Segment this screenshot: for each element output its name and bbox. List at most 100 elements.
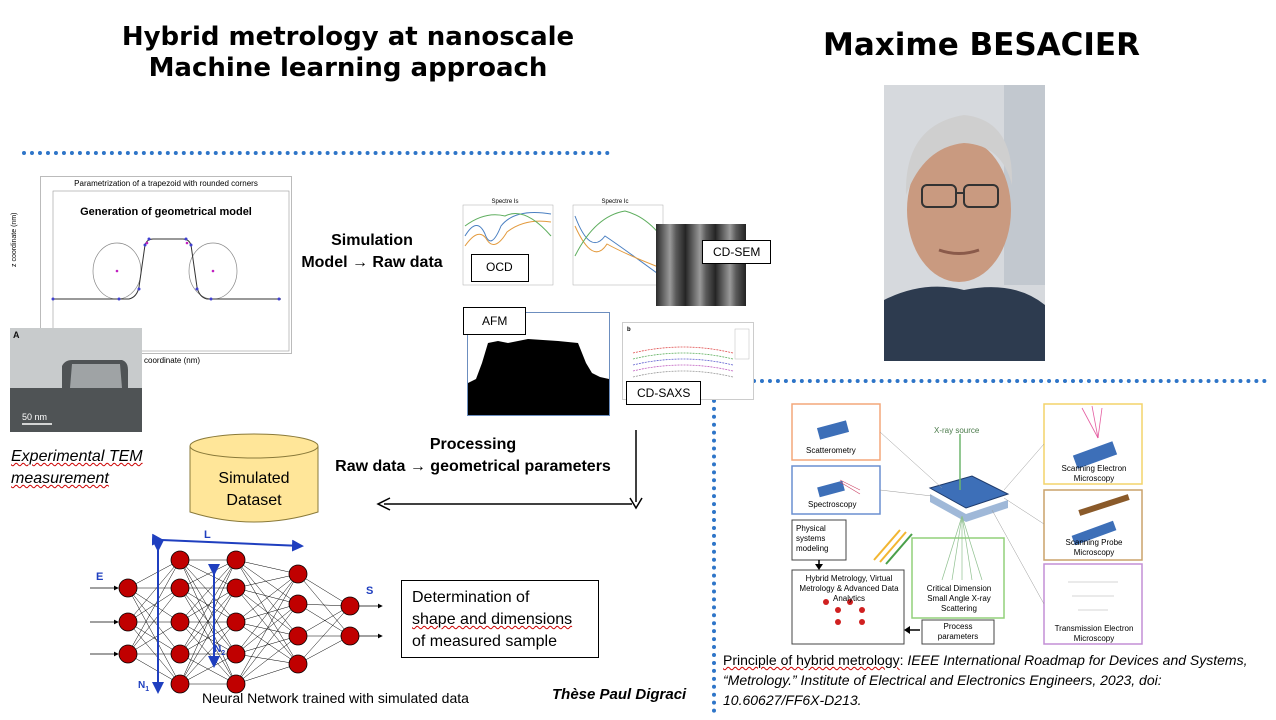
determination-line3: of measured sample bbox=[412, 633, 557, 650]
nn-link bbox=[297, 573, 351, 607]
svg-text:N2: N2 bbox=[214, 644, 225, 657]
author-photo bbox=[884, 85, 1045, 361]
hd-spectroscopy: Spectroscopy bbox=[808, 500, 857, 509]
determination-box: Determination of shape and dimensions of… bbox=[401, 580, 599, 658]
geometry-plot-subtitle: Generation of geometrical model bbox=[80, 206, 252, 218]
svg-text:N1: N1 bbox=[138, 680, 149, 693]
cdsaxs-label: CD-SAXS bbox=[626, 381, 702, 405]
nn-sub-N1: 1 bbox=[145, 686, 149, 693]
geometry-xlabel: coordinate (nm) bbox=[144, 356, 201, 365]
hd-physical: Physical systems modeling bbox=[796, 524, 829, 553]
afm-label: AFM bbox=[463, 307, 527, 335]
nn-link bbox=[235, 573, 299, 685]
tem-caption: Experimental TEM measurement bbox=[11, 446, 143, 490]
nn-link bbox=[235, 635, 299, 655]
cdsem-label: CD-SEM bbox=[702, 240, 772, 264]
spectre-b-title: Spectre Ic bbox=[601, 199, 628, 205]
nn-label-L: L bbox=[204, 529, 211, 541]
nn-link bbox=[235, 559, 299, 575]
spectre-a-title: Spectre Is bbox=[491, 199, 518, 205]
nn-neuron bbox=[226, 674, 246, 694]
processing-line2: Raw data → geometrical parameters bbox=[335, 458, 611, 475]
nn-link bbox=[127, 587, 181, 685]
nn-link bbox=[297, 605, 351, 665]
nn-sub-N2: 2 bbox=[221, 650, 225, 657]
nn-neuron bbox=[288, 654, 308, 674]
determination-line2: shape and dimensions bbox=[412, 611, 573, 628]
hd-cdsaxs: Critical Dimension Small Angle X-ray Sca… bbox=[926, 584, 992, 613]
saxs-panel-letter: b bbox=[627, 327, 631, 333]
title-line2: Machine learning approach bbox=[148, 53, 548, 83]
geometry-plot-svg: Parametrization of a trapezoid with roun… bbox=[51, 179, 290, 352]
nn-label-N1: N bbox=[138, 680, 145, 691]
simulation-line2: Model → Raw data bbox=[301, 254, 443, 271]
nn-caption: Neural Network trained with simulated da… bbox=[202, 690, 469, 706]
nn-link bbox=[235, 573, 299, 589]
nn-neuron bbox=[170, 550, 190, 570]
geometry-ylabel: z coordinate (nm) bbox=[11, 212, 18, 267]
dataset-label: Simulated Dataset bbox=[188, 468, 320, 512]
right-divider bbox=[752, 379, 1267, 383]
cdsem-image bbox=[656, 224, 746, 306]
nn-link bbox=[297, 605, 351, 637]
reference-prefix: Principle of hybrid metrology bbox=[723, 652, 900, 668]
determination-line1: Determination of bbox=[412, 589, 530, 606]
nn-link bbox=[297, 603, 351, 637]
nn-link bbox=[235, 587, 299, 637]
simulated-dataset: Simulated Dataset bbox=[188, 432, 320, 528]
processing-line1: Processing bbox=[429, 436, 517, 453]
nn-neuron bbox=[226, 644, 246, 664]
nn-link bbox=[235, 559, 299, 605]
nn-link bbox=[235, 587, 299, 605]
nn-link bbox=[235, 603, 299, 623]
nn-neuron bbox=[170, 674, 190, 694]
nn-neuron bbox=[118, 644, 138, 664]
tem-scale: 50 nm bbox=[22, 412, 48, 422]
nn-neuron bbox=[288, 564, 308, 584]
geometry-plot-title: Parametrization of a trapezoid with roun… bbox=[74, 179, 258, 188]
neural-network: L E S N1 N2 bbox=[90, 529, 383, 694]
nn-neuron bbox=[118, 578, 138, 598]
top-divider bbox=[22, 151, 610, 155]
reference-caption: Principle of hybrid metrology: IEEE Inte… bbox=[723, 650, 1253, 710]
tem-caption-line2: measurement bbox=[11, 470, 109, 487]
nn-link bbox=[235, 635, 299, 685]
nn-neuron bbox=[226, 578, 246, 598]
nn-link bbox=[235, 587, 299, 665]
hybrid-diagram: X-ray source Scatterometry Spectroscopy … bbox=[782, 398, 1150, 648]
nn-link bbox=[235, 653, 299, 665]
nn-label-N2: N bbox=[214, 644, 221, 655]
hd-scatterometry: Scatterometry bbox=[806, 446, 856, 455]
dataset-line1: Simulated bbox=[218, 470, 290, 487]
nn-link bbox=[235, 573, 299, 655]
nn-neuron bbox=[288, 594, 308, 614]
nn-neuron bbox=[170, 612, 190, 632]
nn-neuron bbox=[226, 612, 246, 632]
dataset-line2: Dataset bbox=[226, 492, 282, 509]
nn-link bbox=[235, 621, 299, 665]
ocd-label: OCD bbox=[471, 254, 529, 282]
simulation-line1: Simulation bbox=[331, 232, 413, 249]
vertical-divider bbox=[712, 383, 716, 713]
hd-spm: Scanning Probe Microscopy bbox=[1065, 538, 1123, 557]
hd-sem: Scanning Electron Microscopy bbox=[1061, 464, 1127, 483]
simulation-label: Simulation Model → Raw data bbox=[294, 230, 450, 274]
nn-link bbox=[235, 603, 299, 685]
nn-neuron bbox=[288, 626, 308, 646]
nn-caption-text: Neural Network trained with simulated da… bbox=[202, 690, 469, 706]
hd-xray: X-ray source bbox=[934, 426, 980, 435]
page-title: Hybrid metrology at nanoscale Machine le… bbox=[118, 22, 578, 84]
hd-process: Process parameters bbox=[937, 622, 979, 641]
tem-panel-letter: A bbox=[13, 330, 20, 340]
nn-link bbox=[297, 635, 351, 665]
author-name: Maxime BESACIER bbox=[823, 27, 1140, 63]
nn-neuron bbox=[226, 550, 246, 570]
reference-citation: IEEE International Roadmap for Devices a… bbox=[723, 652, 1248, 708]
nn-label-S: S bbox=[366, 585, 373, 597]
nn-neuron bbox=[340, 596, 360, 616]
nn-link bbox=[235, 663, 299, 685]
hd-tem: Transmission Electron Microscopy bbox=[1054, 624, 1134, 643]
geometry-plot: Parametrization of a trapezoid with roun… bbox=[11, 176, 292, 354]
thesis-credit: Thèse Paul Digraci bbox=[552, 686, 687, 703]
nn-neuron bbox=[118, 612, 138, 632]
